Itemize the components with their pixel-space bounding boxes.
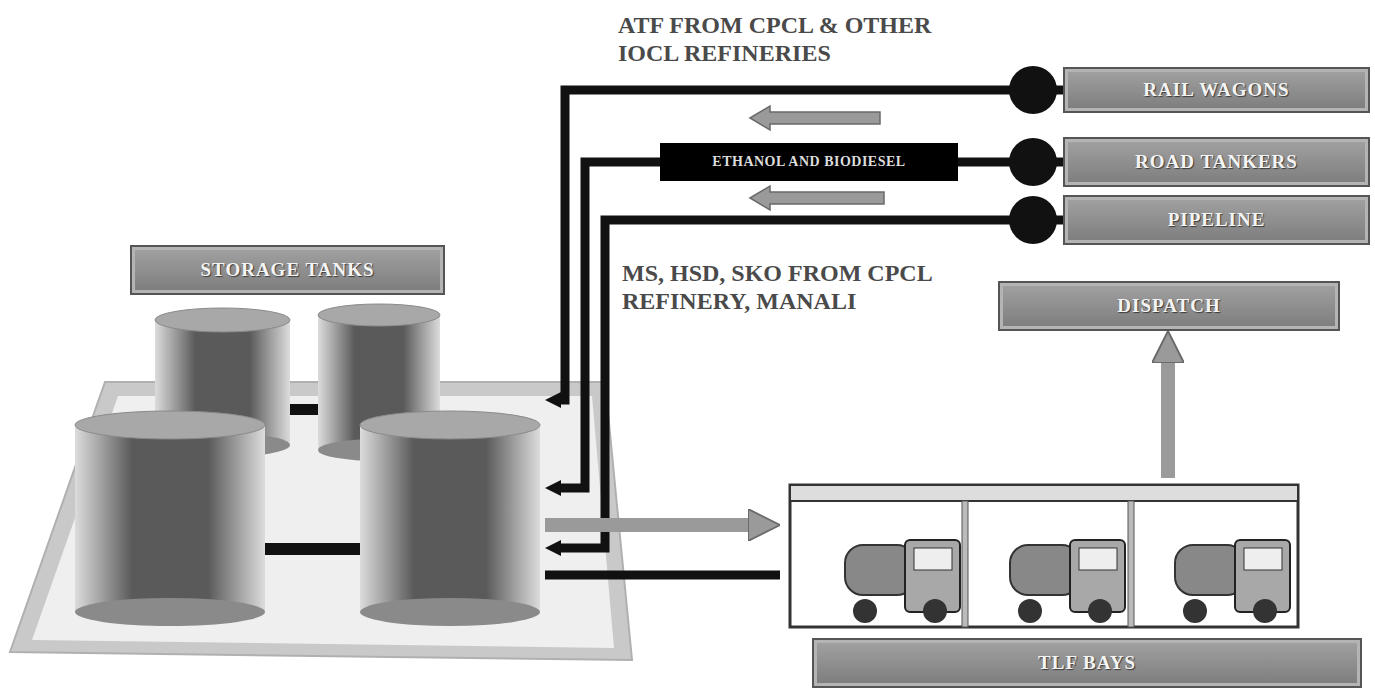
shed-post [1128,501,1134,627]
edge-label-text: ETHANOL AND BIODIESEL [712,154,905,170]
truck-window [1244,548,1282,570]
label-box: PIPELINE [1063,195,1370,245]
pipe-connector [561,196,1063,548]
tank-body [360,425,540,612]
shed-roof [790,485,1298,501]
box-label: RAIL WAGONS [1143,79,1289,101]
tank-top [318,304,440,326]
label-box: RAIL WAGONS [1063,67,1370,113]
shed-frame [790,485,1298,627]
edge-label: ATF FROM CPCL & OTHER IOCL REFINERIES [618,12,983,67]
truck-window [914,548,952,570]
pipe-connector [561,138,1063,488]
pipe-line [561,90,1063,400]
tank-bottom [360,598,540,626]
tanker-truck [1175,540,1290,623]
shed-post [962,501,968,627]
label-box: TLF BAYS [812,638,1362,688]
tank-top [155,308,290,332]
pipe-line [545,518,748,532]
tank-pipe [250,543,365,555]
storage-tank [360,411,540,626]
pipe-line [545,571,780,580]
box-label: DISPATCH [1117,295,1220,317]
truck-wheel [1183,599,1207,623]
storage-tank [75,411,265,626]
truck-wheel [1088,599,1112,623]
pipe-line [1161,363,1175,478]
source-box: PIPELINE [1063,195,1370,245]
pipe-connector [1168,363,1169,478]
source-box: RAIL WAGONS [1063,67,1370,113]
edge-label-text: MS, HSD, SKO FROM CPCL REFINERY, MANALI [622,260,987,315]
tlf-area: TLF BAYS [780,478,1365,690]
pipe-line [561,220,1063,548]
truck-wheel [1018,599,1042,623]
flow-arrow [750,186,884,210]
box-label: PIPELINE [1168,209,1266,231]
storage-area: STORAGE TANKS [15,240,545,665]
box-label: STORAGE TANKS [200,259,374,281]
truck-wheel [1253,599,1277,623]
pipe-end [1009,138,1057,186]
tanker-truck [1010,540,1125,623]
source-box: ROAD TANKERS [1063,137,1370,187]
pipe-line [561,162,1063,488]
box-label: TLF BAYS [1038,652,1136,674]
tank-body [75,425,265,612]
edge-label: MS, HSD, SKO FROM CPCL REFINERY, MANALI [622,260,987,315]
label-box: DISPATCH [998,281,1340,331]
box-label: ROAD TANKERS [1135,151,1298,173]
edge-label-text: ATF FROM CPCL & OTHER IOCL REFINERIES [618,12,983,67]
tank-bottom [75,598,265,626]
pipe-connector [545,525,748,526]
edge-label-band: ETHANOL AND BIODIESEL [660,143,958,181]
truck-wheel [853,599,877,623]
label-box: ROAD TANKERS [1063,137,1370,187]
tank-top [360,411,540,439]
pipe-end [1009,66,1057,114]
tank-top [75,411,265,439]
dispatch-box: DISPATCH [998,281,1340,331]
pipe-end [1009,196,1057,244]
tank-pipe [286,404,322,415]
truck-wheel [923,599,947,623]
truck-window [1079,548,1117,570]
label-box: STORAGE TANKS [130,245,445,295]
pipe-connector [561,66,1063,400]
pipe-connector [545,575,780,576]
loading-shed [790,485,1298,627]
flow-arrow [750,106,880,130]
tanker-truck [845,540,960,623]
